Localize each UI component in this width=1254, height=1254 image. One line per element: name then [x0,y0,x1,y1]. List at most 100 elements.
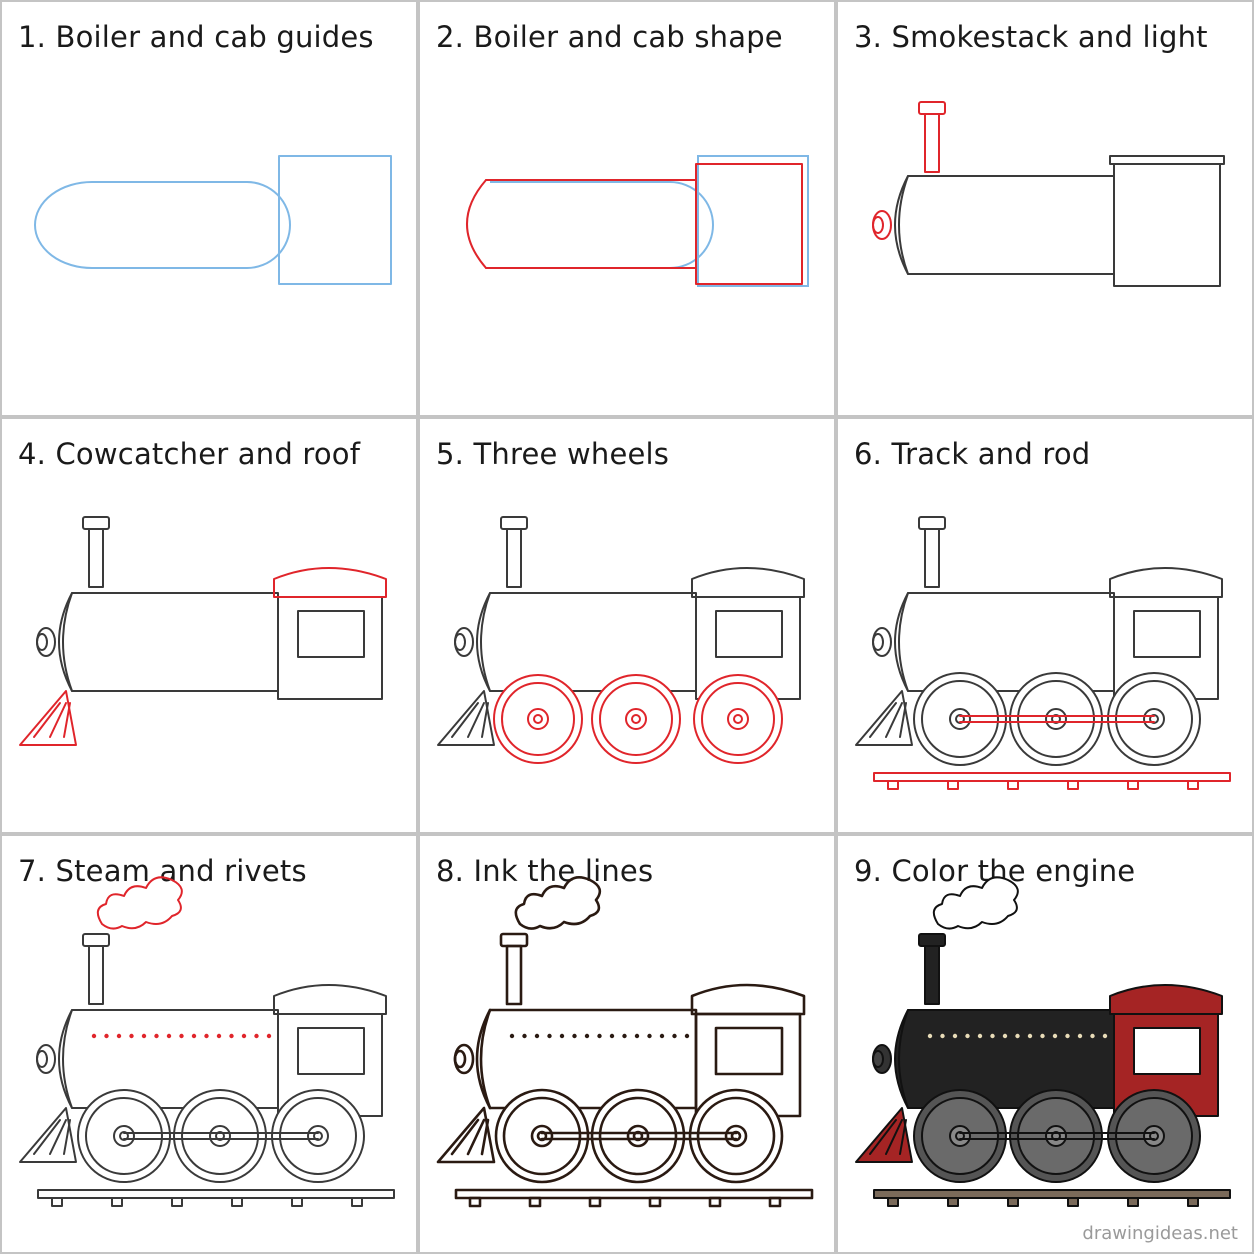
headlight-lens [36,633,48,651]
boiler-front-ring [898,592,909,692]
smokestack-cap [918,516,946,530]
track-tie-2 [111,1197,123,1207]
smokestack-pipe [88,528,104,588]
step-drawing-7 [19,876,395,1207]
cab-roof [691,567,805,598]
step-title-4: 4. Cowcatcher and roof [18,437,361,471]
smokestack-cap [82,933,110,947]
track-tie-6 [1187,780,1199,790]
track-tie-3 [1007,1197,1019,1207]
wheel-3-hub [724,1124,748,1148]
wheel-1-outer [494,1088,590,1184]
grid-line [834,0,838,1254]
rivet-1 [509,1033,515,1039]
cowcatcher-bars [33,702,71,738]
wheel-3-hub [1143,708,1165,730]
track-tie-4 [648,1196,662,1208]
wheel-3-inner [1115,680,1193,758]
rivet-4 [547,1033,552,1039]
boiler-front-ring [898,1009,909,1109]
step-drawing-6 [855,516,1231,790]
track-tie-2 [947,1197,959,1207]
rivet-12 [647,1033,652,1039]
step-title-3: 3. Smokestack and light [854,20,1208,54]
cowcatcher-roof-drawing-icon [19,516,387,746]
wheel-1-hub [949,1125,971,1147]
rivet-9 [191,1033,197,1039]
step-drawing-2 [466,155,809,287]
cab-window [1133,610,1201,658]
cab-roof [690,983,806,1016]
step-panel-2: 2. Boiler and cab shape [420,2,834,415]
three-wheels-drawing-icon [437,516,805,764]
track-rail [873,772,1231,782]
cab-roof [273,984,387,1015]
cab-window [714,1026,784,1076]
wheel-2-hub [1045,1125,1067,1147]
rivet-6 [154,1033,159,1039]
wheel-1-outer [913,672,1007,766]
connecting-rod [540,1131,738,1141]
wheel-2-inner [181,1097,259,1175]
rivet-11 [216,1033,222,1039]
rivet-13 [241,1033,247,1039]
ink-lines-drawing-icon [436,876,814,1208]
wheel-3-hub [307,1125,329,1147]
wheel-2-axle [631,714,641,724]
cab-guide-rect [697,155,809,287]
site-credit: drawingideas.net [1082,1223,1238,1244]
wheel-1-hub [949,708,971,730]
wheel-1-hub [527,708,549,730]
boiler-body [894,592,1115,692]
cowcatcher-bars [869,1119,907,1155]
track-tie-4 [1067,1197,1079,1207]
grid-line [0,0,1254,2]
track-tie-2 [528,1196,542,1208]
wheel-2-hub [626,1124,650,1148]
rivet-3 [534,1033,540,1039]
rivet-8 [1015,1033,1020,1039]
cab-roof-plate [1109,155,1225,165]
smokestack-light-drawing-icon [872,101,1225,287]
cowcatcher-outer [855,690,913,746]
rivet-1 [927,1033,933,1039]
boiler-body [475,1008,698,1110]
cab-body [277,596,383,700]
wheel-3-outer [688,1088,784,1184]
smokestack-cap [82,516,110,530]
step-title-1: 1. Boiler and cab guides [18,20,374,54]
grid-line [1252,0,1254,1254]
wheel-2-hub [625,708,647,730]
step-drawing-4 [19,516,387,746]
step-title-7: 7. Steam and rivets [18,854,307,888]
wheel-1-inner [501,682,575,756]
step-panel-4: 4. Cowcatcher and roof [2,419,416,832]
track-tie-6 [351,1197,363,1207]
headlight-lens [872,1050,884,1068]
wheel-3-inner [701,682,775,756]
rivet-6 [990,1033,995,1039]
boiler-body [894,175,1115,275]
boiler-guide-oval [490,181,714,269]
smokestack-cap [918,933,946,947]
rivet-15 [266,1033,272,1039]
cowcatcher-outer [19,690,77,746]
wheel-3-inner [279,1097,357,1175]
boiler-front-curve [466,179,487,269]
rivet-7 [584,1033,590,1039]
track-tie-6 [1187,1197,1199,1207]
boiler-guide-oval [34,181,291,269]
track-tie-2 [947,780,959,790]
rivet-10 [1040,1033,1045,1039]
wheel-3-hub [1143,1125,1165,1147]
step-panel-8: 8. Ink the lines [420,836,834,1252]
wheel-2-hub [1045,708,1067,730]
boiler-front-ring [62,592,73,692]
track-rod-drawing-icon [855,516,1231,790]
cab-window [297,1027,365,1075]
track-tie-1 [468,1196,482,1208]
steam-cloud [932,876,1019,930]
boiler-body [58,1009,279,1109]
rivet-12 [1065,1033,1070,1039]
rivet-4 [129,1033,134,1039]
